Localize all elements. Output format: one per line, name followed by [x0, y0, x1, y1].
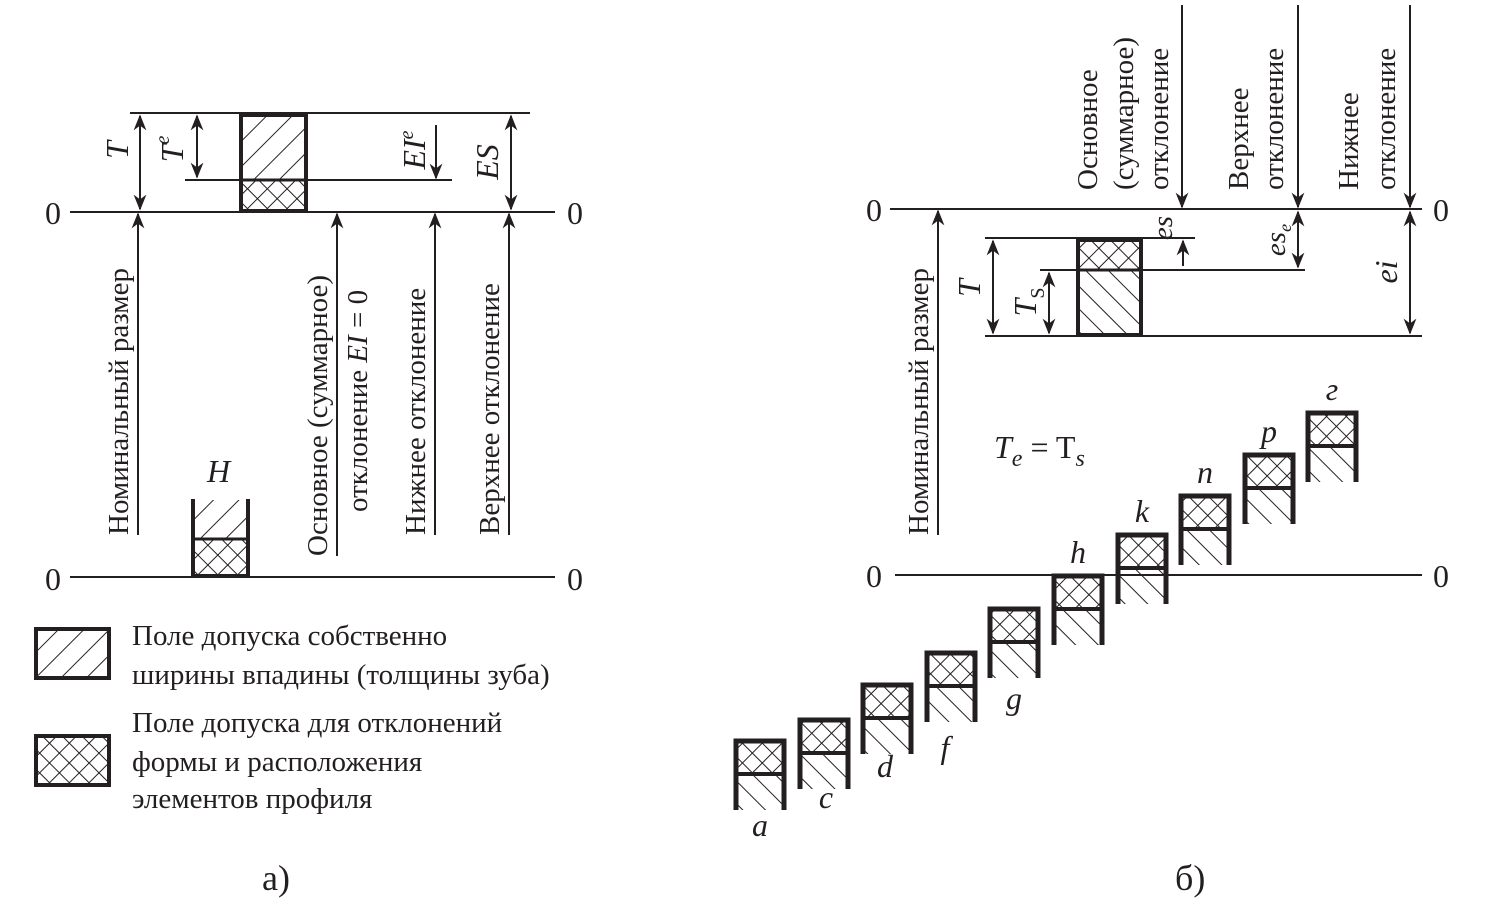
figure-b: 0 0 Основное (суммарное) отклонение Верх…: [733, 5, 1449, 898]
legend-item-2-line2: формы и расположения: [132, 746, 422, 778]
legend-item-2-line3: элементов профиля: [132, 783, 372, 815]
tolerance-field-crosshatched: [241, 180, 306, 211]
dim-EIe-label: EIe: [396, 130, 432, 170]
field-label-f: f: [941, 729, 954, 765]
dim-Te-label: Te: [152, 136, 190, 163]
legend-item-1-line2: ширины впадины (толщины зуба): [132, 659, 550, 691]
field-box-c: [797, 717, 851, 789]
field-box-p: [1242, 452, 1296, 524]
field-label-n: n: [1197, 454, 1213, 490]
upper-deviation-label-line2: отклонение: [1258, 48, 1290, 190]
svg-text:TS: TS: [1007, 288, 1049, 317]
field-label-г: г: [1326, 371, 1338, 407]
basic-deviation-label-line2: отклонение EI = 0: [342, 290, 374, 512]
tolerance-field-crosshatched: [1078, 240, 1141, 270]
tolerance-box-outline: [239, 113, 308, 213]
basic-deviation-label-line3: отклонение: [1143, 48, 1175, 190]
field-box-г: [1305, 410, 1359, 482]
field-label-c: c: [819, 779, 833, 815]
lower-deviation-label-line2: отклонение: [1370, 48, 1402, 190]
dim-T-label: T: [99, 139, 135, 159]
basic-deviation-label-line1: Основное (суммарное): [302, 275, 334, 556]
tolerance-field-hatched: [1078, 270, 1141, 335]
basic-deviation-label-line1: Основное: [1072, 69, 1104, 190]
dim-ei-label: ei: [1368, 260, 1404, 283]
fundamental-deviation-series: a c d f g h k n p г: [733, 371, 1359, 843]
field-label-h: h: [1070, 534, 1086, 570]
tolerance-box-outline: [1076, 238, 1143, 337]
dim-es-label: es: [1147, 216, 1179, 240]
field-label-p: p: [1259, 413, 1277, 449]
lower-deviation-label: Нижнее отклонение: [400, 288, 432, 535]
caption-a: а): [262, 858, 290, 898]
field-box-a: [733, 738, 787, 810]
zero-label: 0: [45, 561, 61, 597]
legend-swatch-crosshatched: [36, 736, 109, 785]
zero-label: 0: [567, 561, 583, 597]
zero-label: 0: [866, 558, 882, 594]
field-label-d: d: [877, 748, 894, 784]
upper-deviation-label-line1: Верхнее: [1223, 88, 1255, 190]
field-label-g: g: [1006, 680, 1022, 716]
dim-T-label: T: [951, 277, 987, 297]
basic-deviation-label-line2: (суммарное): [1108, 37, 1140, 190]
dim-Ts-label: TS: [1007, 288, 1049, 317]
field-box-f: [924, 650, 978, 722]
svg-text:EIe: EIe: [396, 130, 432, 170]
legend-item-1-line1: Поле допуска собственно: [132, 620, 447, 652]
field-label-a: a: [752, 807, 768, 843]
zero-label: 0: [567, 195, 583, 231]
upper-deviation-label: Верхнее отклонение: [474, 283, 506, 535]
legend-item-2-line1: Поле допуска для отклонений: [132, 707, 502, 739]
nominal-size-label: Номинальный размер: [903, 268, 935, 535]
field-box-n: [1178, 493, 1232, 565]
zero-label: 0: [45, 195, 61, 231]
caption-b: б): [1175, 858, 1205, 898]
zero-label: 0: [1433, 192, 1449, 228]
dim-ese-label: ese: [1260, 224, 1295, 256]
equation-Te-Ts: Te = Ts: [994, 429, 1085, 472]
field-box-d: [860, 682, 914, 754]
field-box-h: [1051, 573, 1105, 645]
lower-deviation-label-line1: Нижнее: [1333, 92, 1365, 190]
zero-label: 0: [866, 192, 882, 228]
figure-a: 0 0 T Te EIe ES Номинальный размер Основ…: [34, 112, 583, 898]
field-label-k: k: [1135, 493, 1150, 529]
legend-swatch-hatched: [36, 629, 109, 678]
tolerance-field-hatched: [241, 115, 306, 180]
svg-text:ese: ese: [1260, 224, 1295, 256]
field-H-box: [191, 499, 250, 578]
dim-ES-label: ES: [469, 144, 505, 181]
nominal-size-label: Номинальный размер: [103, 268, 135, 535]
field-H-label: H: [206, 453, 232, 489]
zero-label: 0: [1433, 558, 1449, 594]
legend: Поле допуска собственно ширины впадины (…: [34, 620, 550, 815]
field-box-g: [987, 606, 1041, 678]
field-box-k: [1115, 532, 1169, 604]
svg-text:Te: Te: [152, 136, 190, 163]
